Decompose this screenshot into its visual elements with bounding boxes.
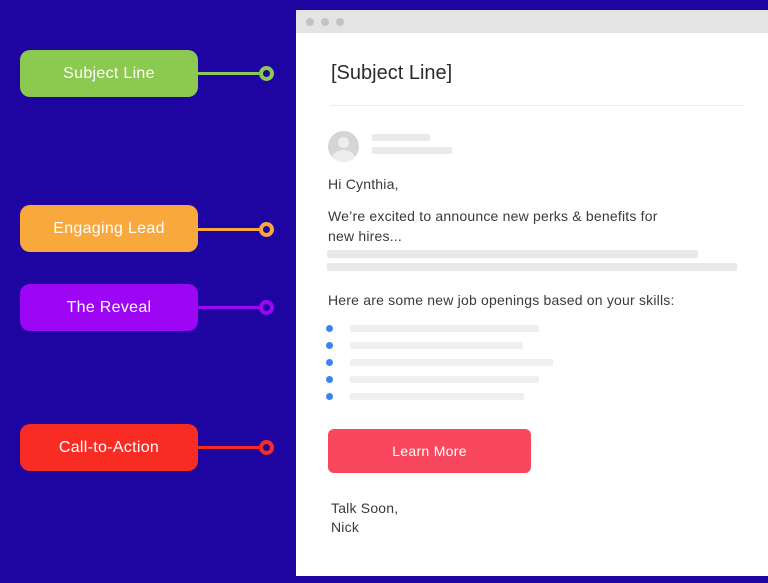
call-to-action-label-text: Call-to-Action [58, 438, 160, 456]
engaging-lead-connector [198, 228, 259, 231]
subject-divider [330, 105, 745, 106]
window-control-dot[interactable] [321, 17, 329, 26]
list-item-placeholder [350, 342, 523, 349]
body-text-placeholder [327, 263, 737, 271]
browser-window: [Subject Line] Hi Cynthia, We’re excited… [296, 10, 768, 576]
browser-titlebar [296, 10, 768, 33]
email-signoff-line2: Nick [331, 519, 360, 535]
email-subject: [Subject Line] [331, 62, 453, 84]
sender-detail-placeholder [372, 147, 452, 154]
list-item-placeholder [350, 325, 539, 332]
bullet-icon [326, 376, 333, 383]
list-item-placeholder [350, 376, 539, 383]
engaging-lead-label: Engaging Lead [20, 205, 198, 252]
the-reveal-label-text: The Reveal [66, 298, 152, 316]
the-reveal-label: The Reveal [20, 284, 198, 331]
body-text-placeholder [327, 250, 698, 258]
email-lead-line2: new hires... [328, 228, 402, 244]
engaging-lead-label-text: Engaging Lead [53, 219, 165, 237]
learn-more-button[interactable]: Learn More [328, 429, 531, 473]
call-to-action-connector-ring [259, 440, 274, 455]
bullet-icon [326, 393, 333, 400]
subject-line-connector [198, 72, 259, 75]
email-lead-line1: We’re excited to announce new perks & be… [328, 208, 658, 224]
the-reveal-connector [198, 306, 259, 309]
window-control-dot[interactable] [306, 17, 314, 26]
sender-avatar [328, 131, 359, 162]
email-reveal-intro: Here are some new job openings based on … [328, 292, 675, 308]
call-to-action-label: Call-to-Action [20, 424, 198, 471]
sender-name-placeholder [372, 134, 430, 141]
email-greeting: Hi Cynthia, [328, 176, 399, 192]
email-signoff-line1: Talk Soon, [331, 500, 399, 516]
list-item-placeholder [350, 393, 524, 400]
subject-line-connector-ring [259, 66, 274, 81]
engaging-lead-connector-ring [259, 222, 274, 237]
list-item-placeholder [350, 359, 553, 366]
bullet-icon [326, 325, 333, 332]
subject-line-label-text: Subject Line [63, 64, 155, 82]
window-control-dot[interactable] [336, 17, 344, 26]
bullet-icon [326, 359, 333, 366]
call-to-action-connector [198, 446, 259, 449]
email-lead-paragraph: We’re excited to announce new perks & be… [328, 206, 658, 246]
subject-line-label: Subject Line [20, 50, 198, 97]
email-signoff: Talk Soon, Nick [331, 499, 398, 537]
bullet-icon [326, 342, 333, 349]
the-reveal-connector-ring [259, 300, 274, 315]
